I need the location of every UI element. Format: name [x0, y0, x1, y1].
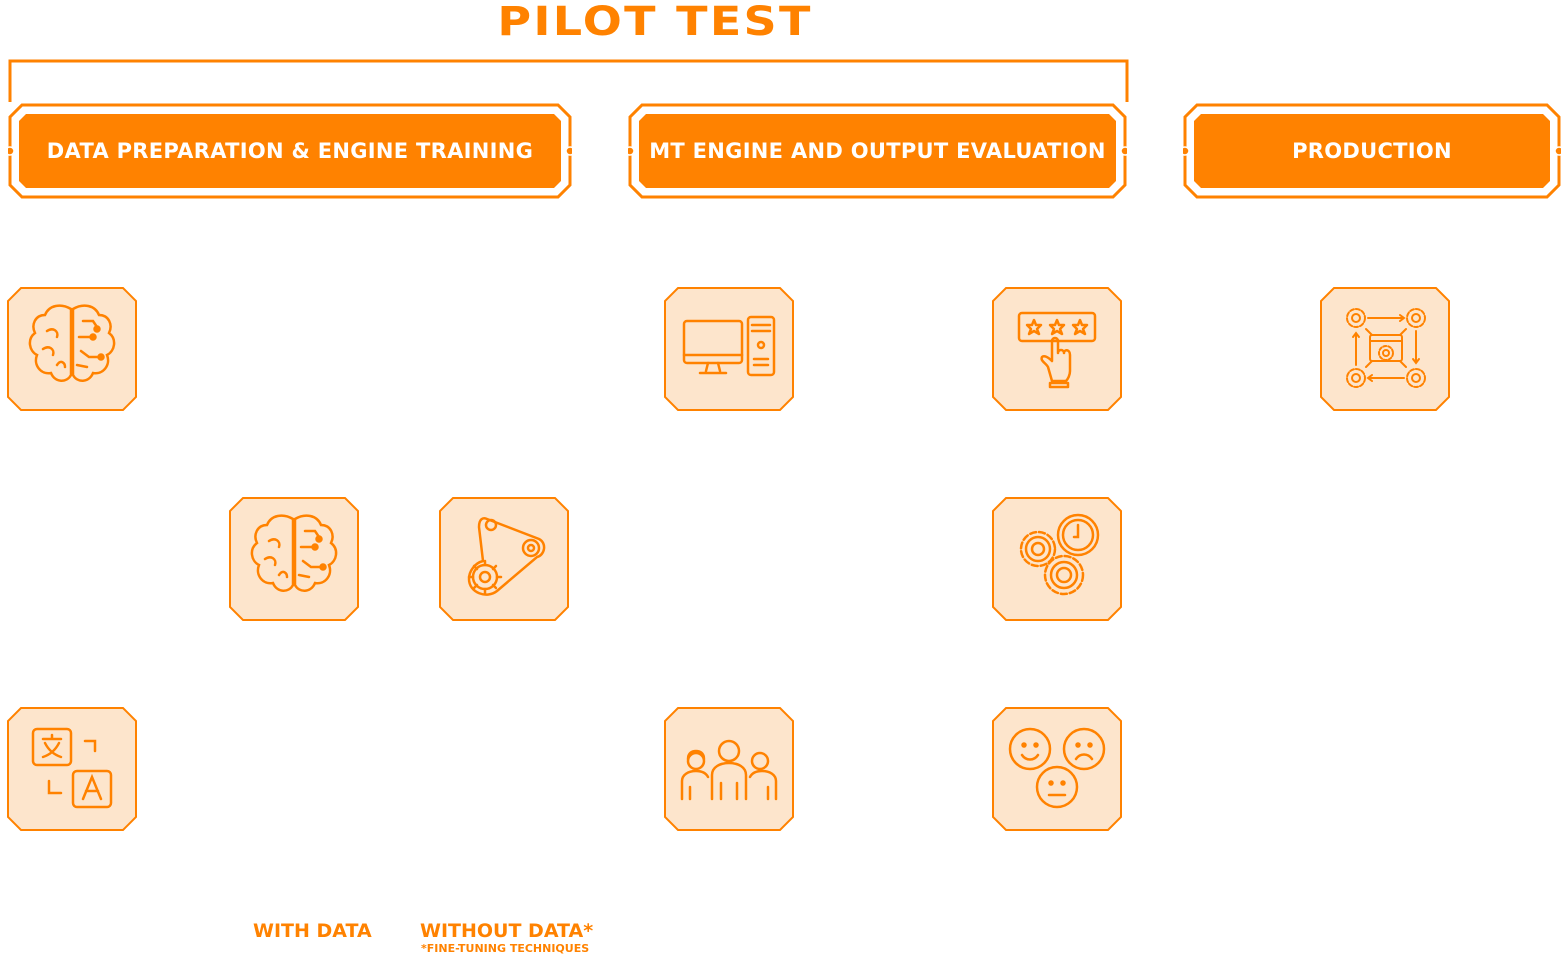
- emotions-tile: [992, 707, 1122, 831]
- brain-icon: [28, 304, 116, 382]
- belt-gear-icon: [467, 517, 546, 596]
- emotions-icon: [1008, 727, 1106, 809]
- team-tile: [664, 707, 794, 831]
- phase-frame: [628, 103, 1127, 199]
- pilot-test-bracket: [8, 59, 1129, 102]
- with-data-caption: WITH DATA: [253, 920, 372, 942]
- gears-clock-icon: [1019, 513, 1100, 596]
- belt-gear-tile: [439, 497, 569, 621]
- star-rating-tile: [992, 287, 1122, 411]
- workflow-gears-icon: [1346, 308, 1426, 388]
- translation-tile: [7, 707, 137, 831]
- gears-clock-tile: [992, 497, 1122, 621]
- phase-evaluation: MT ENGINE AND OUTPUT EVALUATION: [628, 103, 1127, 199]
- star-rating-icon: [1017, 311, 1097, 389]
- phase-label: MT ENGINE AND OUTPUT EVALUATION: [649, 139, 1106, 163]
- translation-icon: [31, 727, 113, 809]
- team-icon: [680, 739, 778, 801]
- without-data-caption: WITHOUT DATA*: [420, 920, 594, 942]
- phase-label: PRODUCTION: [1292, 139, 1452, 163]
- phase-frame: [1183, 103, 1561, 199]
- brain-tile: [7, 287, 137, 411]
- fine-tuning-footnote: *FINE-TUNING TECHNIQUES: [421, 942, 590, 955]
- page-title: PILOT TEST: [497, 0, 813, 45]
- workflow-gears-tile: [1320, 287, 1450, 411]
- phase-production: PRODUCTION: [1183, 103, 1561, 199]
- brain-icon: [250, 514, 338, 592]
- phase-data-preparation: DATA PREPARATION & ENGINE TRAINING: [8, 103, 572, 199]
- brain-tile: [229, 497, 359, 621]
- phase-frame: [8, 103, 572, 199]
- computer-tile: [664, 287, 794, 411]
- phase-label: DATA PREPARATION & ENGINE TRAINING: [46, 139, 534, 163]
- computer-icon: [682, 315, 776, 377]
